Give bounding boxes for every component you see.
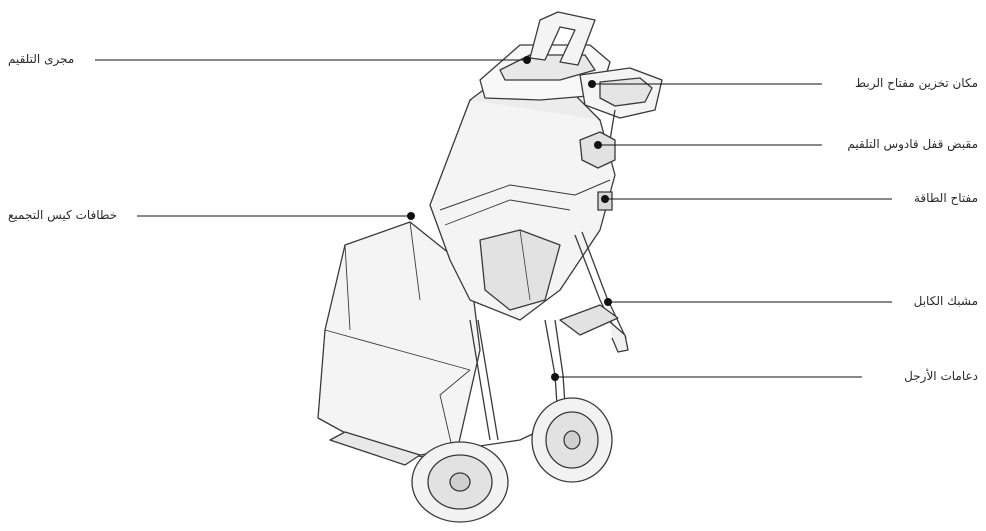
dot-leg-supports: [551, 373, 559, 381]
dot-tool-storage: [588, 80, 596, 88]
label-cable-clip: مشبك الكابل: [914, 294, 978, 308]
label-lock-knob: مقبض قفل قادوس التلقيم: [847, 137, 978, 151]
wheel-left: [412, 442, 508, 522]
label-power-switch: مفتاح الطاقة: [914, 191, 978, 205]
label-leg-supports: دعامات الأرجل: [904, 369, 978, 383]
dot-feed-chute: [523, 56, 531, 64]
wheel-right: [532, 398, 612, 482]
foot-plate: [560, 305, 618, 335]
label-feed-chute: مجرى التلقيم: [8, 52, 74, 66]
label-bag-hooks: خطافات كيس التجميع: [8, 208, 117, 222]
dot-power-switch: [601, 195, 609, 203]
label-tool-storage: مكان تخزين مفتاح الربط: [855, 76, 978, 90]
dot-cable-clip: [604, 298, 612, 306]
shredder-illustration: [318, 12, 662, 522]
dot-lock-knob: [594, 141, 602, 149]
dot-bag-hooks: [407, 212, 415, 220]
